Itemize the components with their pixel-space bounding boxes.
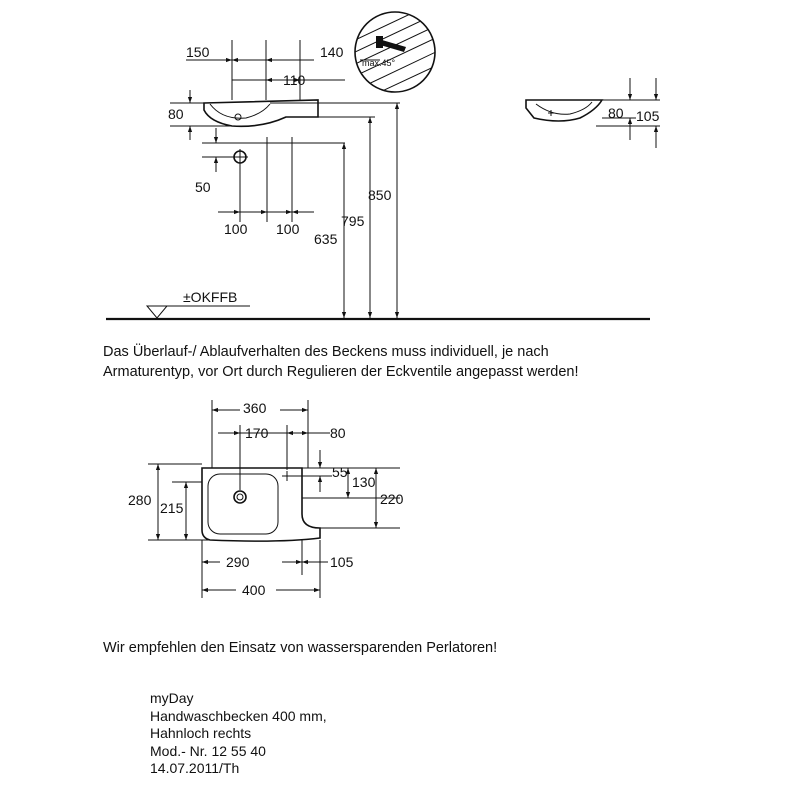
model-number: Mod.- Nr. 12 55 40 xyxy=(150,742,266,759)
top-dim-360: 360 xyxy=(243,400,267,416)
side-view-basin xyxy=(203,99,319,128)
dim-140: 140 xyxy=(320,44,344,60)
top-dim-220: 220 xyxy=(380,491,404,507)
side-view: 150 140 110 80 50 xyxy=(106,11,650,321)
dim-635: 635 xyxy=(314,231,338,247)
dim-150: 150 xyxy=(186,44,210,60)
dim-100-left: 100 xyxy=(224,221,248,237)
top-dim-290: 290 xyxy=(226,554,250,570)
end-dim-105: 105 xyxy=(636,108,660,124)
dim-795: 795 xyxy=(341,213,365,229)
top-view-outline xyxy=(201,467,321,542)
dim-110: 110 xyxy=(283,72,306,88)
end-view: 80 105 xyxy=(525,78,660,148)
dim-850: 850 xyxy=(368,187,392,203)
dim-80-side: 80 xyxy=(168,106,184,122)
top-dim-55: 55 xyxy=(332,464,348,480)
tap-hole xyxy=(282,471,292,481)
top-view: 360 170 80 55 130 220 280 215 xyxy=(128,400,404,598)
top-view-drain xyxy=(233,490,247,504)
floor-label: ±OKFFB xyxy=(183,289,237,305)
top-dim-280: 280 xyxy=(128,492,152,508)
top-dim-105: 105 xyxy=(330,554,354,570)
top-dim-400: 400 xyxy=(242,582,266,598)
floor-level-marker: ±OKFFB xyxy=(145,289,250,319)
top-dim-215: 215 xyxy=(160,500,184,516)
adjustment-note-line-2: Armaturentyp, vor Ort durch Regulieren d… xyxy=(103,364,579,380)
top-dim-80: 80 xyxy=(330,425,346,441)
angle-detail: max.45° xyxy=(354,11,436,93)
product-name: Handwaschbecken 400 mm, xyxy=(150,707,327,724)
aerator-recommendation: Wir empfehlen den Einsatz von wasserspar… xyxy=(103,640,498,656)
adjustment-note-line-1: Das Überlauf-/ Ablaufverhalten des Becke… xyxy=(103,344,549,360)
end-dim-80: 80 xyxy=(608,105,624,121)
top-dim-170: 170 xyxy=(245,425,269,441)
product-info-block: myDay Handwaschbecken 400 mm, Hahnloch r… xyxy=(150,690,327,778)
product-variant: Hahnloch rechts xyxy=(150,725,252,741)
top-dim-130: 130 xyxy=(352,474,376,490)
angle-label: max.45° xyxy=(362,58,396,68)
drawing-date: 14.07.2011/Th xyxy=(150,760,240,776)
drain-outlet xyxy=(232,149,248,165)
product-line: myDay xyxy=(150,690,194,706)
dim-100-right: 100 xyxy=(276,221,300,237)
dim-50: 50 xyxy=(195,179,211,195)
